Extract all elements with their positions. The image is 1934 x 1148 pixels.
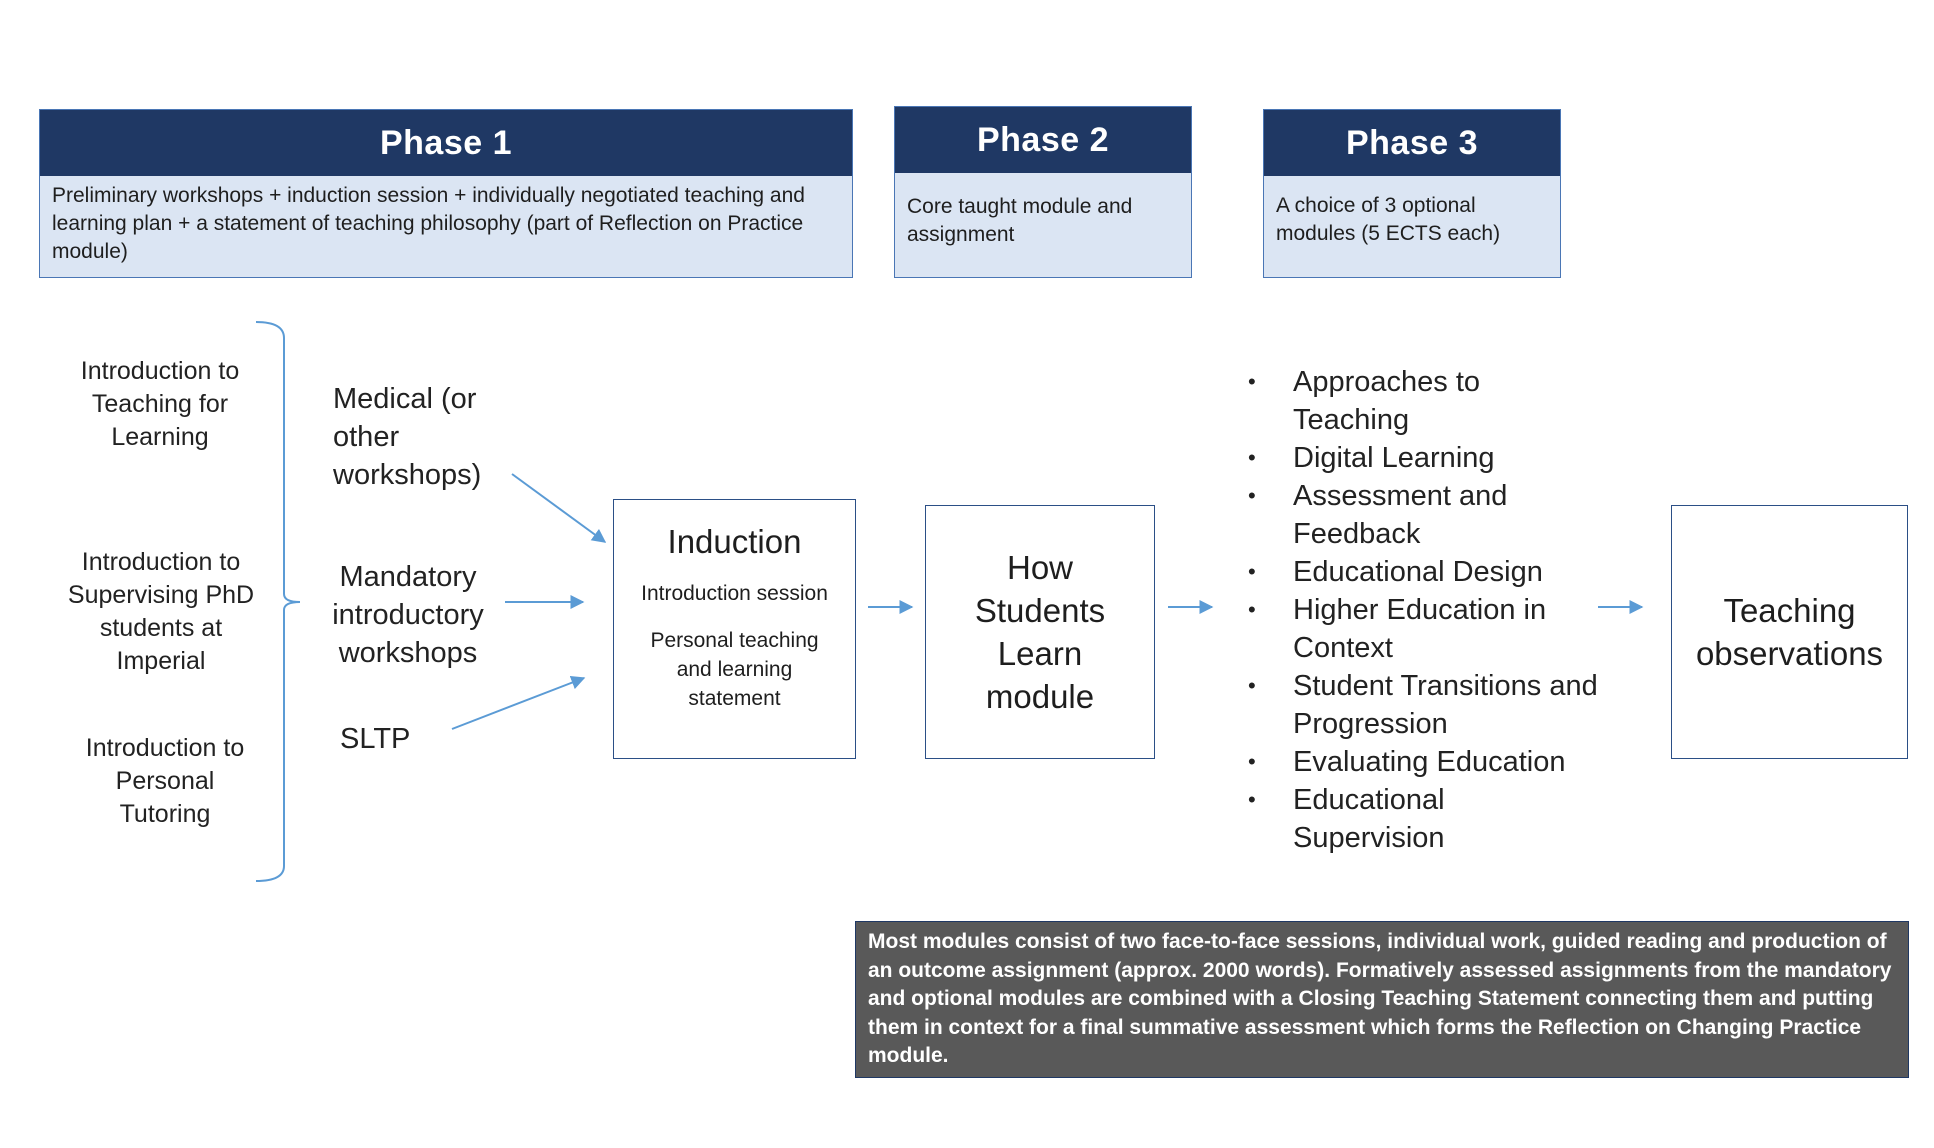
induction-box: Induction Introduction session Personal … [613,499,856,759]
induction-item-personal-statement: Personal teaching and learning statement [650,629,819,710]
workshop-mandatory: Mandatory introductory workshops [332,561,484,669]
phase-2-description: Core taught module and assignment [907,195,1133,246]
induction-title: Induction [667,523,802,560]
left-item-supervising: Introduction to Supervising PhD students… [67,548,255,675]
core-module-label: How Students Learn module [974,549,1106,715]
phase-3-description: A choice of 3 optional modules (5 ECTS e… [1276,194,1501,245]
left-item-teaching: Introduction to Teaching for Learning [80,357,240,451]
grouping-bracket [255,321,301,882]
teaching-observations-box: Teaching observations [1671,505,1908,759]
optional-module-item: Digital Learning [1248,439,1603,477]
optional-module-item: Student Transitions and Progression [1248,667,1603,743]
induction-item-introduction-session: Introduction session [641,582,828,605]
phase-2-box: Phase 2 Core taught module and assignmen… [894,106,1192,278]
arrow-medical-to-induction [511,473,607,543]
phase-2-title: Phase 2 [895,107,1191,173]
optional-module-item: Evaluating Education [1248,743,1603,781]
phase-1-box: Phase 1 Preliminary workshops + inductio… [39,109,853,278]
optional-module-item: Educational Supervision [1248,781,1603,857]
left-item-tutoring: Introduction to Personal Tutoring [85,734,245,828]
workshop-medical: Medical (or other workshops) [333,383,482,491]
optional-module-item: Educational Design [1248,553,1603,591]
phase-3-box: Phase 3 A choice of 3 optional modules (… [1263,109,1561,278]
optional-modules-list: Approaches to Teaching Digital Learning … [1248,363,1603,857]
assessment-note: Most modules consist of two face-to-face… [855,921,1909,1078]
optional-module-item: Higher Education in Context [1248,591,1603,667]
arrow-sltp-to-induction [451,676,586,730]
optional-module-item: Approaches to Teaching [1248,363,1603,439]
phase-3-title: Phase 3 [1264,110,1560,176]
phase-1-description: Preliminary workshops + induction sessio… [52,184,805,263]
teaching-observations-label: Teaching observations [1695,592,1884,672]
workshop-sltp: SLTP [340,723,411,755]
core-module-box: How Students Learn module [925,505,1155,759]
phase-1-title: Phase 1 [40,110,852,176]
optional-module-item: Assessment and Feedback [1248,477,1603,553]
